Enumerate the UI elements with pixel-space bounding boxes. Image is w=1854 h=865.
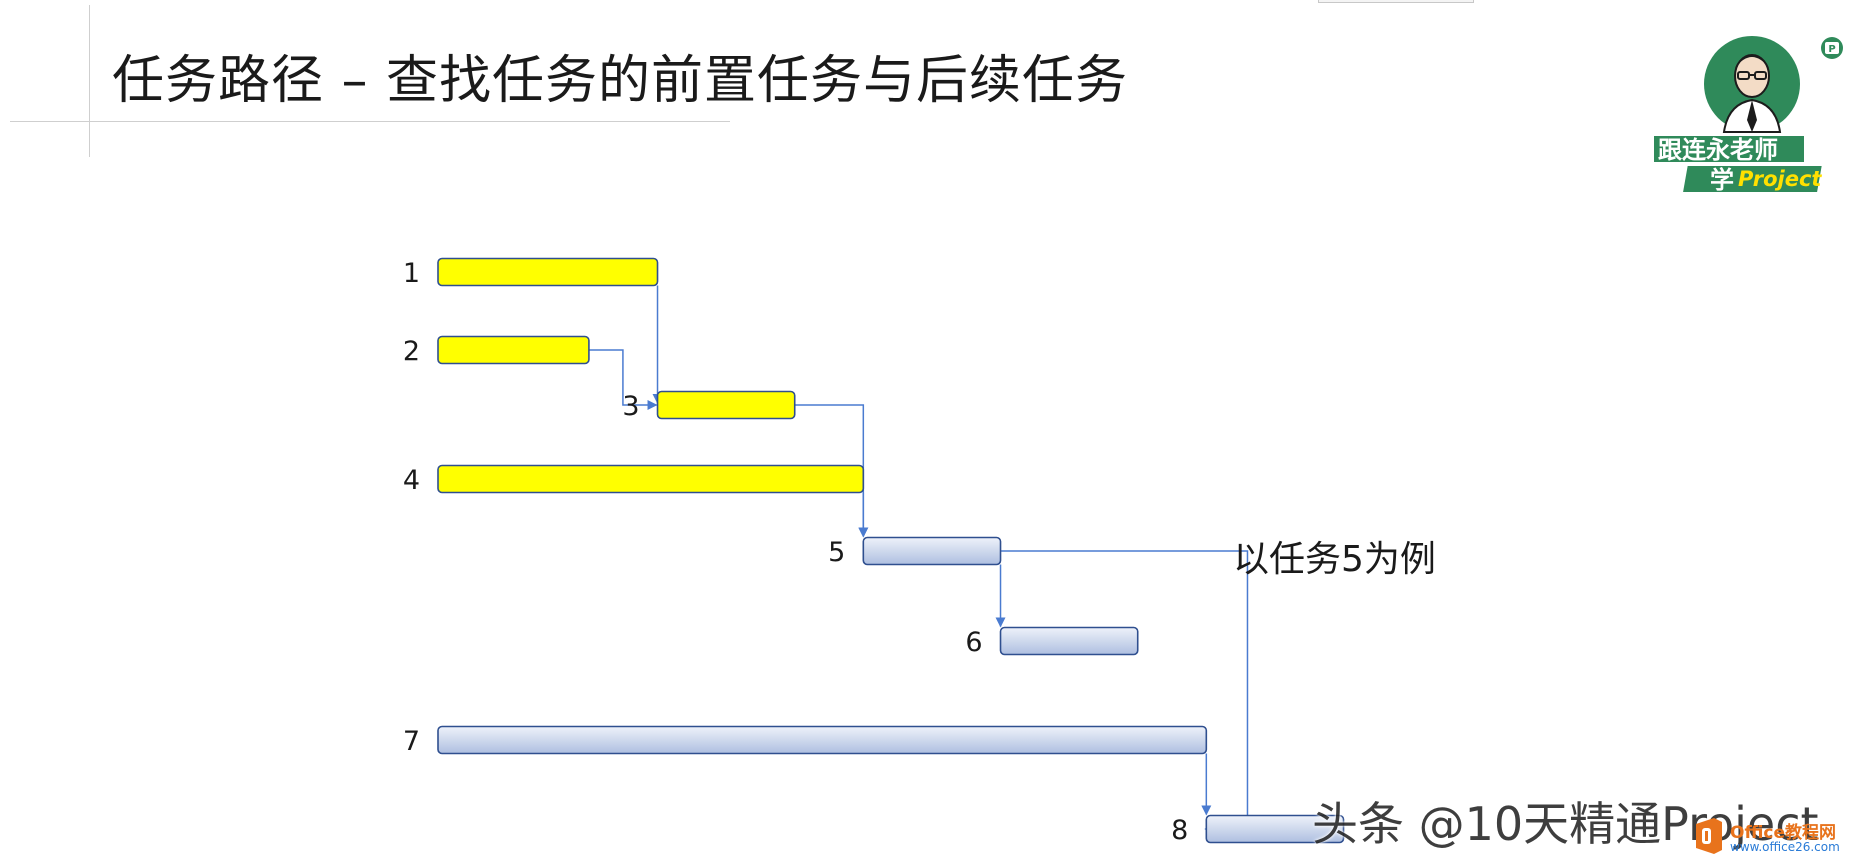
task-label-6: 6 bbox=[965, 627, 982, 658]
vertical-divider bbox=[89, 5, 90, 157]
top-tab[interactable] bbox=[1318, 0, 1474, 3]
office-name: Office教程网 bbox=[1730, 823, 1837, 843]
link-5-to-8 bbox=[1000, 550, 1249, 834]
task-label-1: 1 bbox=[403, 258, 420, 289]
office-badge[interactable]: Office教程网 www.office26.com bbox=[1692, 816, 1852, 860]
task-bar-3[interactable] bbox=[656, 390, 796, 420]
example-note: 以任务5为例 bbox=[1233, 539, 1436, 580]
teacher-portrait-icon bbox=[1704, 36, 1800, 133]
task-label-5: 5 bbox=[828, 537, 845, 568]
task-labels: 1 2 3 4 5 6 7 8 bbox=[403, 258, 1189, 846]
office-url: www.office26.com bbox=[1730, 840, 1840, 854]
task-label-2: 2 bbox=[403, 336, 420, 367]
title-underline bbox=[10, 121, 730, 122]
watermark: 头条 @10天精通Project bbox=[1312, 797, 1819, 851]
slide-title: 任务路径 – 查找任务的前置任务与后续任务 bbox=[112, 51, 1129, 111]
task-label-4: 4 bbox=[403, 465, 420, 496]
link-2-to-3 bbox=[588, 349, 658, 410]
task-bar-1[interactable] bbox=[437, 257, 659, 287]
p-badge-icon: P bbox=[1821, 37, 1843, 59]
task-bar-5[interactable] bbox=[862, 536, 1002, 566]
task-bars bbox=[437, 257, 1345, 844]
task-bar-8[interactable] bbox=[1205, 814, 1345, 844]
task-bar-6[interactable] bbox=[999, 626, 1139, 656]
logo-line2-brand: Project bbox=[1738, 167, 1822, 191]
office-logo-icon bbox=[1696, 818, 1722, 854]
task-label-8: 8 bbox=[1171, 815, 1188, 846]
task-label-3: 3 bbox=[622, 391, 639, 422]
teacher-logo: P 跟连永老师 学 Project bbox=[1652, 28, 1848, 198]
task-label-7: 7 bbox=[403, 726, 420, 757]
logo-line2-prefix: 学 bbox=[1710, 166, 1734, 194]
task-bar-4[interactable] bbox=[437, 464, 865, 494]
task-bar-7[interactable] bbox=[437, 725, 1208, 755]
task-bar-2[interactable] bbox=[437, 335, 590, 365]
logo-line1: 跟连永老师 bbox=[1658, 136, 1778, 164]
svg-text:P: P bbox=[1828, 44, 1835, 55]
